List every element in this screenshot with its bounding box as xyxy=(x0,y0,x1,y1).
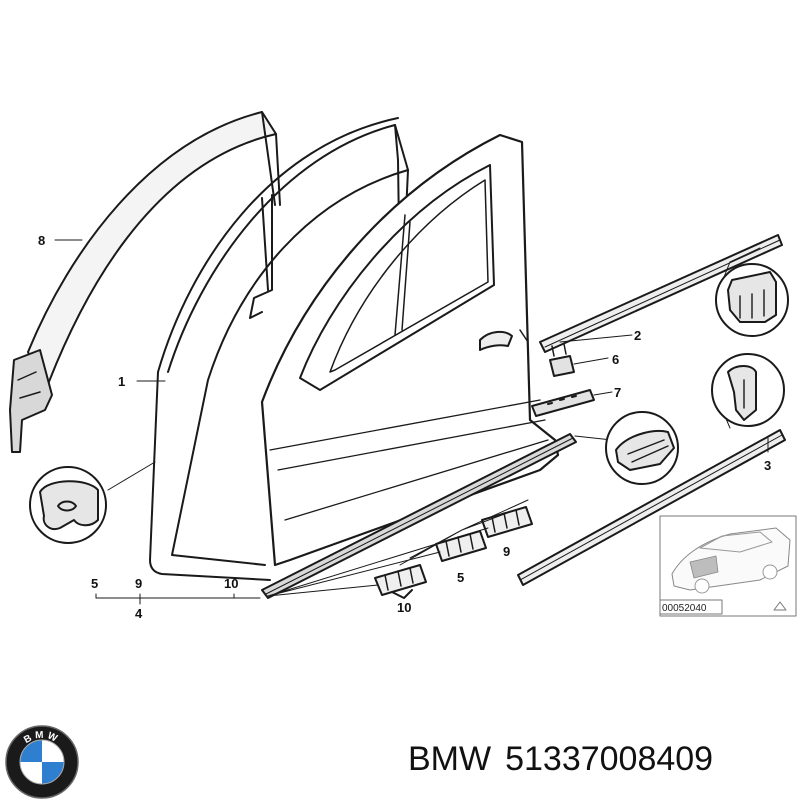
callout-7: 7 xyxy=(614,385,621,400)
inset-reference-code: 00052040 xyxy=(662,603,707,614)
callout-3: 3 xyxy=(764,458,771,473)
detail-circle-seal-profile xyxy=(29,466,107,544)
callout-10-clip: 10 xyxy=(397,600,411,615)
callout-6: 6 xyxy=(612,352,619,367)
part-10-clip xyxy=(374,564,427,599)
svg-text:BMW: BMW xyxy=(22,730,61,746)
caption-part-number: 51337008409 xyxy=(505,740,714,778)
part-caption: BMW 51337008409 xyxy=(408,734,793,784)
part-4-rocker-moulding xyxy=(261,433,577,599)
callout-2: 2 xyxy=(634,328,641,343)
part-6-clip xyxy=(549,343,575,377)
detail-circle-rocker xyxy=(605,411,679,485)
callout-8: 8 xyxy=(38,233,45,248)
part-7-fastener-strip xyxy=(531,389,595,417)
detail-circle-moulding-top xyxy=(715,263,789,337)
callout-9-left: 9 xyxy=(135,576,142,591)
part-3-outer-strip xyxy=(517,429,786,586)
bmw-logo: BMW xyxy=(5,725,79,799)
callout-9-clip: 9 xyxy=(503,544,510,559)
part-9-clip xyxy=(481,506,533,538)
callout-5-clip: 5 xyxy=(457,570,464,585)
callout-10-left: 10 xyxy=(224,576,238,591)
part-5-clip xyxy=(435,530,487,562)
part-1-door-seal xyxy=(149,117,409,581)
car-location-inset xyxy=(659,515,797,617)
part-8-pillar-seal xyxy=(9,111,281,453)
part-2-belt-moulding xyxy=(539,234,783,353)
caption-brand: BMW xyxy=(408,740,492,778)
callout-5-left: 5 xyxy=(91,576,98,591)
detail-circle-moulding-mid xyxy=(711,353,785,427)
door-panel xyxy=(260,133,560,567)
callout-1: 1 xyxy=(118,374,125,389)
callout-4: 4 xyxy=(135,606,143,621)
